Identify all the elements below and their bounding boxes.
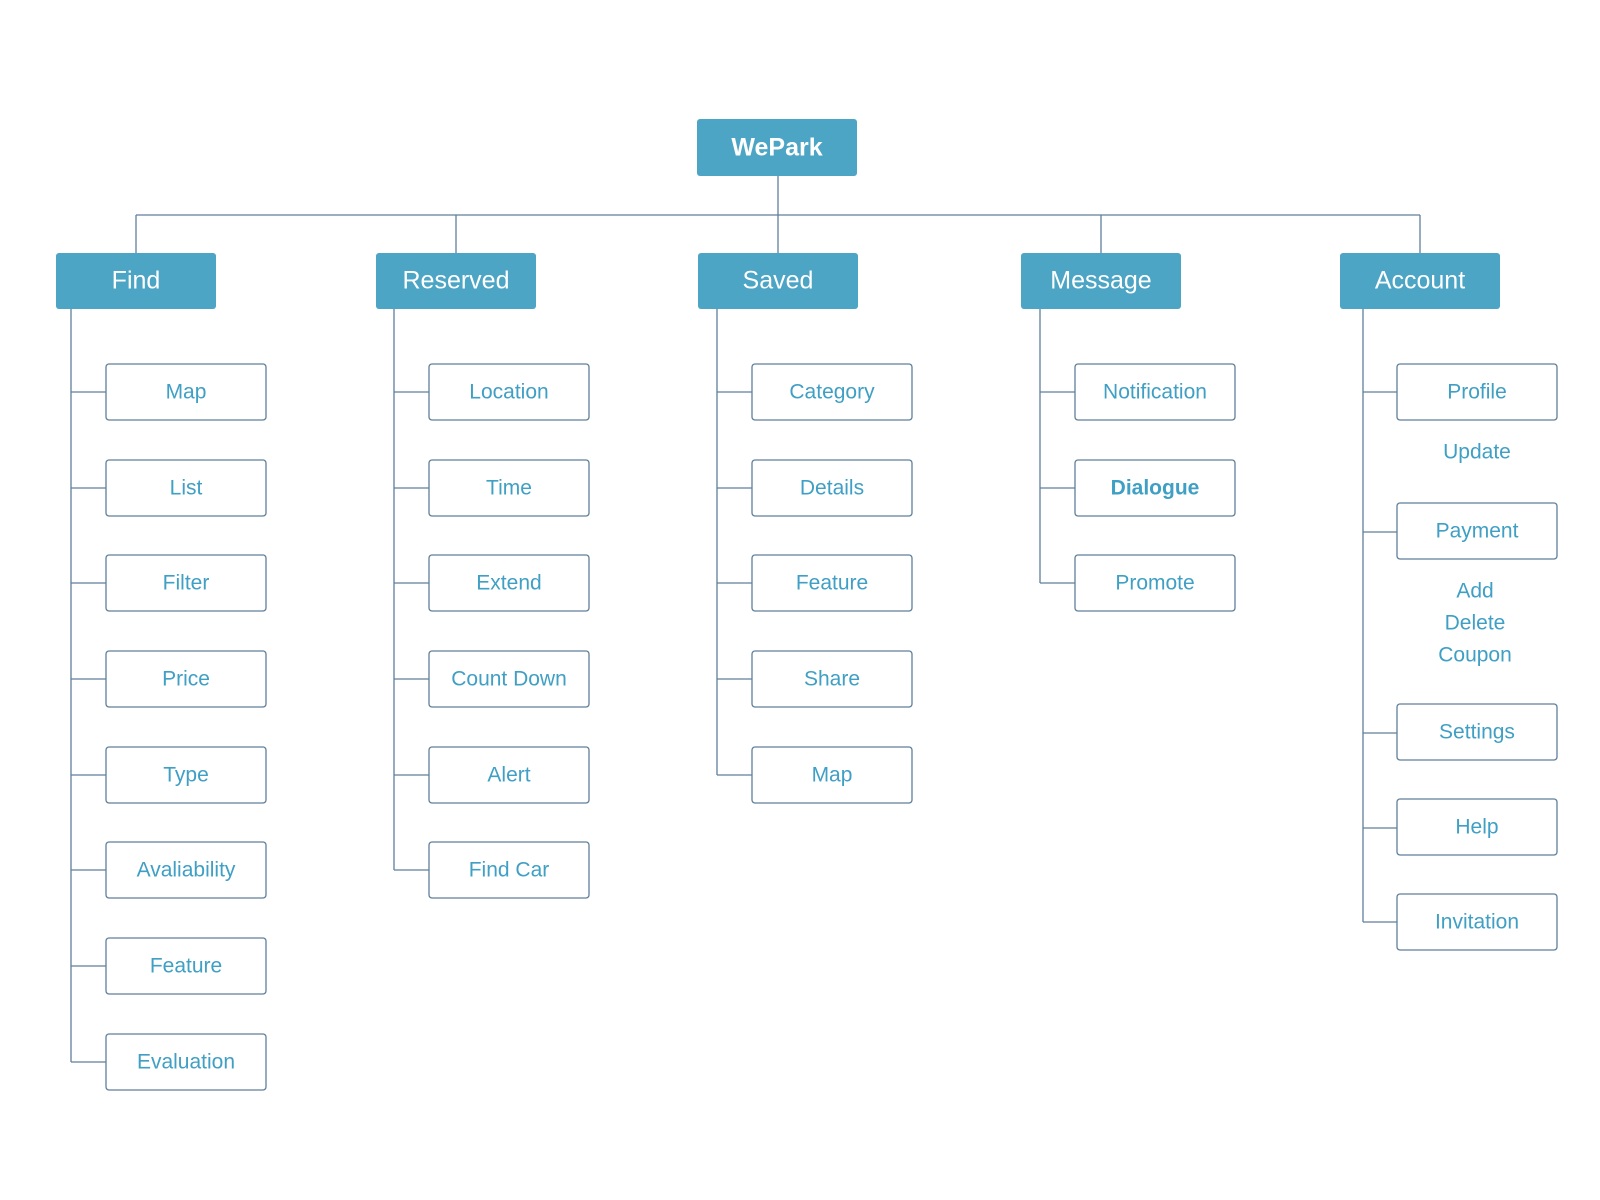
leaf-label: Help <box>1455 816 1498 839</box>
category-label-message: Message <box>1050 267 1151 295</box>
account-note-add: Add <box>1456 580 1493 603</box>
leaf-label: Details <box>800 477 864 500</box>
category-node-saved[interactable]: Saved <box>698 253 858 309</box>
leaf-node-reserved-location[interactable]: Location <box>428 363 590 421</box>
leaf-label: Invitation <box>1435 911 1519 934</box>
leaf-label: Type <box>163 764 209 787</box>
leaf-node-find-evaluation[interactable]: Evaluation <box>105 1033 267 1091</box>
leaf-node-find-list[interactable]: List <box>105 459 267 517</box>
leaf-node-saved-details[interactable]: Details <box>751 459 913 517</box>
leaf-label: Find Car <box>469 859 550 882</box>
leaf-label: Feature <box>150 955 222 978</box>
leaf-label: Filter <box>163 572 210 595</box>
leaf-label: Payment <box>1436 520 1519 543</box>
leaf-node-saved-map[interactable]: Map <box>751 746 913 804</box>
leaf-node-reserved-alert[interactable]: Alert <box>428 746 590 804</box>
message-connectors <box>1039 309 1075 584</box>
leaf-node-message-notification[interactable]: Notification <box>1074 363 1236 421</box>
leaf-node-account-profile[interactable]: Profile <box>1396 363 1558 421</box>
leaf-label: Settings <box>1439 721 1515 744</box>
category-label-reserved: Reserved <box>403 267 510 295</box>
leaf-node-saved-category[interactable]: Category <box>751 363 913 421</box>
category-label-saved: Saved <box>743 267 814 295</box>
leaf-node-account-help[interactable]: Help <box>1396 798 1558 856</box>
account-note-update: Update <box>1443 441 1511 464</box>
leaf-node-reserved-time[interactable]: Time <box>428 459 590 517</box>
leaf-node-account-payment[interactable]: Payment <box>1396 502 1558 560</box>
account-note-coupon: Coupon <box>1438 644 1512 667</box>
leaf-label: Profile <box>1447 381 1507 404</box>
leaf-label: Map <box>166 381 207 404</box>
account-note-delete: Delete <box>1445 612 1506 635</box>
leaf-node-account-invitation[interactable]: Invitation <box>1396 893 1558 951</box>
leaf-label: Share <box>804 668 860 691</box>
root-node[interactable]: WePark <box>697 119 857 176</box>
leaf-node-find-type[interactable]: Type <box>105 746 267 804</box>
leaf-label: Extend <box>476 572 541 595</box>
leaf-node-saved-share[interactable]: Share <box>751 650 913 708</box>
leaf-node-find-filter[interactable]: Filter <box>105 554 267 612</box>
leaf-node-find-price[interactable]: Price <box>105 650 267 708</box>
leaf-node-saved-feature[interactable]: Feature <box>751 554 913 612</box>
leaf-label: Map <box>812 764 853 787</box>
leaf-label: Category <box>789 381 875 404</box>
leaf-node-find-avaliability[interactable]: Avaliability <box>105 841 267 899</box>
leaf-node-message-dialogue[interactable]: Dialogue <box>1074 459 1236 517</box>
leaf-label: Price <box>162 668 210 691</box>
find-connectors <box>70 309 106 1063</box>
category-label-account: Account <box>1375 267 1465 295</box>
leaf-node-account-settings[interactable]: Settings <box>1396 703 1558 761</box>
leaf-label: List <box>170 477 203 500</box>
leaf-label: Evaluation <box>137 1051 235 1074</box>
category-label-find: Find <box>112 267 161 295</box>
root-label: WePark <box>731 134 822 162</box>
leaf-node-reserved-count-down[interactable]: Count Down <box>428 650 590 708</box>
saved-connectors <box>716 309 752 776</box>
leaf-node-find-feature[interactable]: Feature <box>105 937 267 995</box>
leaf-node-reserved-find-car[interactable]: Find Car <box>428 841 590 899</box>
leaf-label: Feature <box>796 572 868 595</box>
account-connectors <box>1362 309 1397 923</box>
category-node-find[interactable]: Find <box>56 253 216 309</box>
leaf-label: Avaliability <box>137 859 236 882</box>
leaf-label: Location <box>469 381 548 404</box>
leaf-label: Promote <box>1115 572 1194 595</box>
leaf-label: Time <box>486 477 532 500</box>
category-node-account[interactable]: Account <box>1340 253 1500 309</box>
leaf-label: Count Down <box>451 668 567 691</box>
leaf-node-reserved-extend[interactable]: Extend <box>428 554 590 612</box>
reserved-connectors <box>393 309 429 871</box>
leaf-label: Notification <box>1103 381 1207 404</box>
category-node-reserved[interactable]: Reserved <box>376 253 536 309</box>
leaf-label: Dialogue <box>1111 477 1200 500</box>
leaf-node-message-promote[interactable]: Promote <box>1074 554 1236 612</box>
category-node-message[interactable]: Message <box>1021 253 1181 309</box>
leaf-node-find-map[interactable]: Map <box>105 363 267 421</box>
root-connectors <box>135 176 1421 253</box>
leaf-label: Alert <box>487 764 530 787</box>
